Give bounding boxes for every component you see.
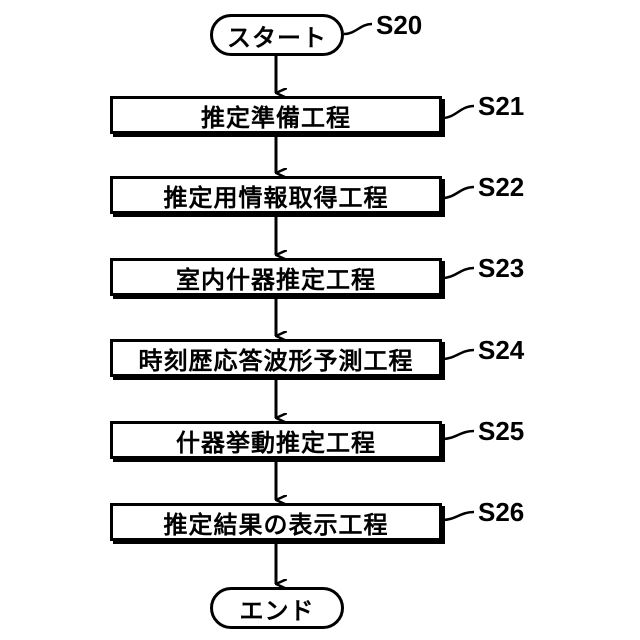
leader-s22 (442, 187, 474, 198)
label-s25: S25 (478, 416, 524, 447)
label-s21: S21 (478, 91, 524, 122)
step-s26-text: 推定結果の表示工程 (164, 505, 389, 540)
start-terminal: スタート (210, 14, 344, 56)
step-s22-text: 推定用情報取得工程 (164, 178, 389, 213)
leader-s20 (344, 24, 372, 34)
leader-s25 (442, 431, 474, 439)
step-s23: 室内什器推定工程 (110, 258, 442, 296)
label-s26: S26 (478, 497, 524, 528)
label-s20: S20 (376, 10, 422, 41)
step-s25: 什器挙動推定工程 (110, 421, 442, 459)
step-s22: 推定用情報取得工程 (110, 176, 442, 214)
step-s25-text: 什器挙動推定工程 (176, 423, 376, 458)
end-terminal: エンド (210, 587, 344, 629)
step-s24: 時刻歴応答波形予測工程 (110, 339, 442, 377)
step-s24-text: 時刻歴応答波形予測工程 (139, 341, 414, 376)
label-s22: S22 (478, 172, 524, 203)
step-s26: 推定結果の表示工程 (110, 503, 442, 541)
leader-s26 (442, 512, 474, 520)
step-s21-text: 推定準備工程 (201, 98, 351, 133)
start-text: スタート (227, 18, 327, 53)
leader-s23 (442, 268, 474, 278)
end-text: エンド (240, 591, 315, 626)
leader-s21 (442, 106, 474, 118)
leader-s24 (442, 350, 474, 359)
label-s24: S24 (478, 335, 524, 366)
step-s21: 推定準備工程 (110, 96, 442, 134)
label-s23: S23 (478, 253, 524, 284)
step-s23-text: 室内什器推定工程 (176, 260, 376, 295)
